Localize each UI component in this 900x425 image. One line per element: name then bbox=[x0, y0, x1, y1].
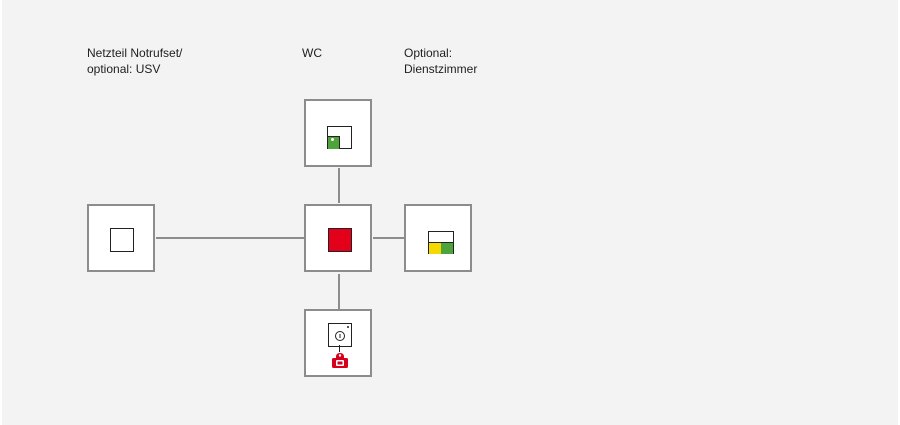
green-button-switch-icon bbox=[327, 126, 352, 149]
label-power-supply-line1: Netzteil Notrufset/ bbox=[87, 46, 183, 60]
label-duty-room-line2: Dienstzimmer bbox=[404, 62, 478, 76]
label-wc-line1: WC bbox=[302, 46, 322, 60]
connector-top bbox=[338, 168, 340, 203]
pull-cord-box bbox=[304, 309, 372, 377]
power-supply-box bbox=[87, 204, 155, 272]
label-duty-room-line1: Optional: bbox=[404, 46, 453, 60]
label-power-supply: Netzteil Notrufset/ optional: USV bbox=[87, 45, 182, 77]
connector-right bbox=[373, 237, 404, 239]
control-unit-box bbox=[304, 204, 372, 272]
label-duty-room: Optional: Dienstzimmer bbox=[404, 45, 477, 77]
green-button-icon bbox=[328, 136, 340, 149]
white-square-icon bbox=[110, 228, 134, 252]
alarm-bell-icon bbox=[332, 353, 348, 368]
label-wc: WC bbox=[302, 45, 322, 61]
green-indicator-icon bbox=[441, 242, 453, 254]
label-power-supply-line2: optional: USV bbox=[87, 62, 161, 76]
connector-left bbox=[156, 237, 304, 239]
pull-cord-switch-icon bbox=[328, 323, 352, 347]
connector-bottom bbox=[338, 274, 340, 309]
led-dot-icon bbox=[331, 138, 334, 141]
pull-cord-circle-icon bbox=[335, 326, 349, 341]
wc-box bbox=[304, 99, 372, 167]
duty-room-box bbox=[404, 204, 472, 272]
yellow-green-indicator-icon bbox=[428, 231, 454, 254]
red-square-icon bbox=[328, 228, 352, 252]
pull-cord-string bbox=[339, 345, 340, 352]
